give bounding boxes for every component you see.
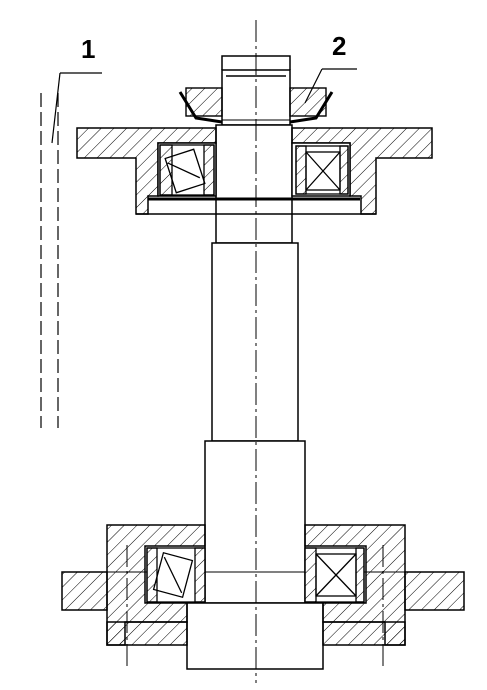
callout-1-leader <box>51 72 102 144</box>
lower-left-bearing <box>146 547 206 603</box>
upper-right-bearing <box>295 145 349 195</box>
callout-2-label: 2 <box>332 31 346 61</box>
centre-lines <box>126 20 384 683</box>
lower-housing <box>61 524 465 646</box>
upper-left-bearing <box>159 144 215 196</box>
shaft <box>186 55 324 670</box>
callout-1-label: 1 <box>81 34 95 64</box>
left-reference-lines <box>40 93 59 428</box>
upper-lock-nut <box>178 87 334 124</box>
lower-right-bearing <box>304 547 365 603</box>
